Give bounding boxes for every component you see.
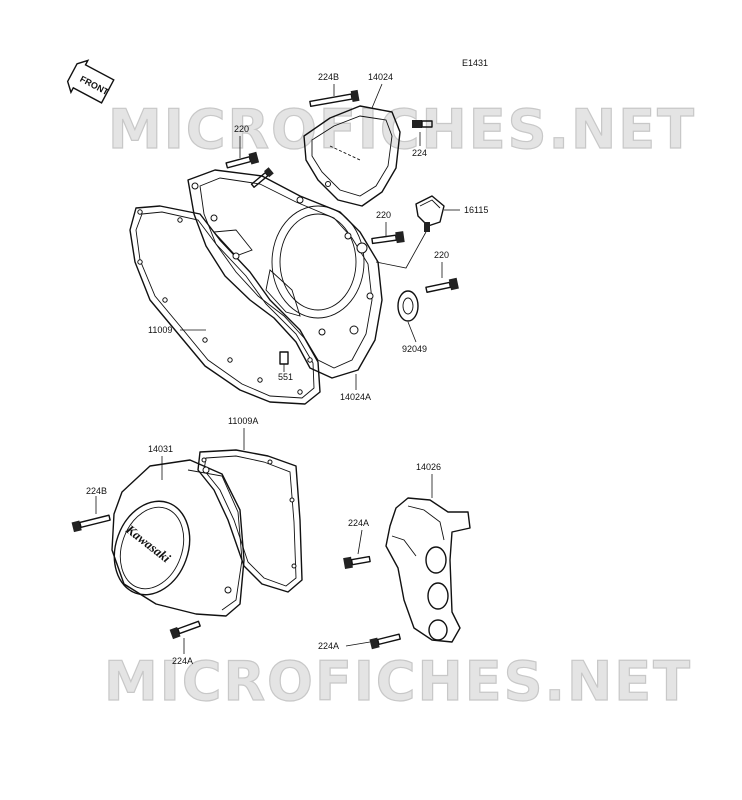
label-16115: 16115 xyxy=(464,205,488,215)
chain-guard-14026 xyxy=(385,497,471,643)
bolt-224A-right xyxy=(369,633,401,650)
gasket-11009A xyxy=(197,449,303,593)
bolt-224B-top xyxy=(309,89,360,108)
leader-lines-upper xyxy=(180,83,460,390)
generator-cover-14031: Kawasaki xyxy=(111,459,245,617)
bolt-220-a xyxy=(225,151,260,169)
watermark-top: MICROFICHES.NET xyxy=(108,98,696,161)
crankcase-cover-14024A xyxy=(187,169,383,379)
front-arrow-icon: FRONT xyxy=(66,59,115,104)
label-220-a: 220 xyxy=(234,124,249,134)
oil-cap-16115 xyxy=(415,195,445,232)
label-92049: 92049 xyxy=(402,344,427,354)
bolt-220-c xyxy=(425,277,459,293)
sprocket-cover-14024 xyxy=(303,105,401,207)
bolt-220-b xyxy=(371,231,405,245)
bolt-224A-left xyxy=(169,620,201,640)
dowel-pin-551 xyxy=(279,351,289,365)
cover-bolt-holes xyxy=(191,182,374,336)
gasket-11009A-holes xyxy=(201,457,297,569)
label-14024A: 14024A xyxy=(340,392,371,402)
label-11009: 11009 xyxy=(148,325,172,335)
label-224A-mid: 224A xyxy=(348,518,369,528)
label-224B-bottom: 224B xyxy=(86,486,107,496)
gasket-11009 xyxy=(129,205,321,405)
label-14026: 14026 xyxy=(416,462,441,472)
bolt-small-cover xyxy=(250,167,274,188)
leader-lines-lower-left xyxy=(95,428,245,654)
label-224: 224 xyxy=(412,148,427,158)
label-224A-right: 224A xyxy=(318,641,339,651)
bolt-224B-bottom xyxy=(71,514,111,533)
reference-code: E1431 xyxy=(462,58,488,68)
label-220-c: 220 xyxy=(434,250,449,260)
watermark-bottom: MICROFICHES.NET xyxy=(104,650,692,713)
cover-bore xyxy=(271,205,365,319)
bolt-224 xyxy=(412,120,433,128)
label-14024: 14024 xyxy=(368,72,393,82)
label-14031: 14031 xyxy=(148,444,173,454)
leader-lines-lower-right xyxy=(345,474,433,647)
brand-logo-kawasaki: Kawasaki xyxy=(122,521,173,566)
bolt-224A-mid xyxy=(343,555,371,570)
label-224B-top: 224B xyxy=(318,72,339,82)
oil-seal-92049 xyxy=(397,290,419,322)
label-224A-left: 224A xyxy=(172,656,193,666)
label-220-b: 220 xyxy=(376,210,391,220)
label-551: 551 xyxy=(278,372,293,382)
label-11009A: 11009A xyxy=(228,416,258,426)
gasket-11009-holes xyxy=(137,209,313,395)
